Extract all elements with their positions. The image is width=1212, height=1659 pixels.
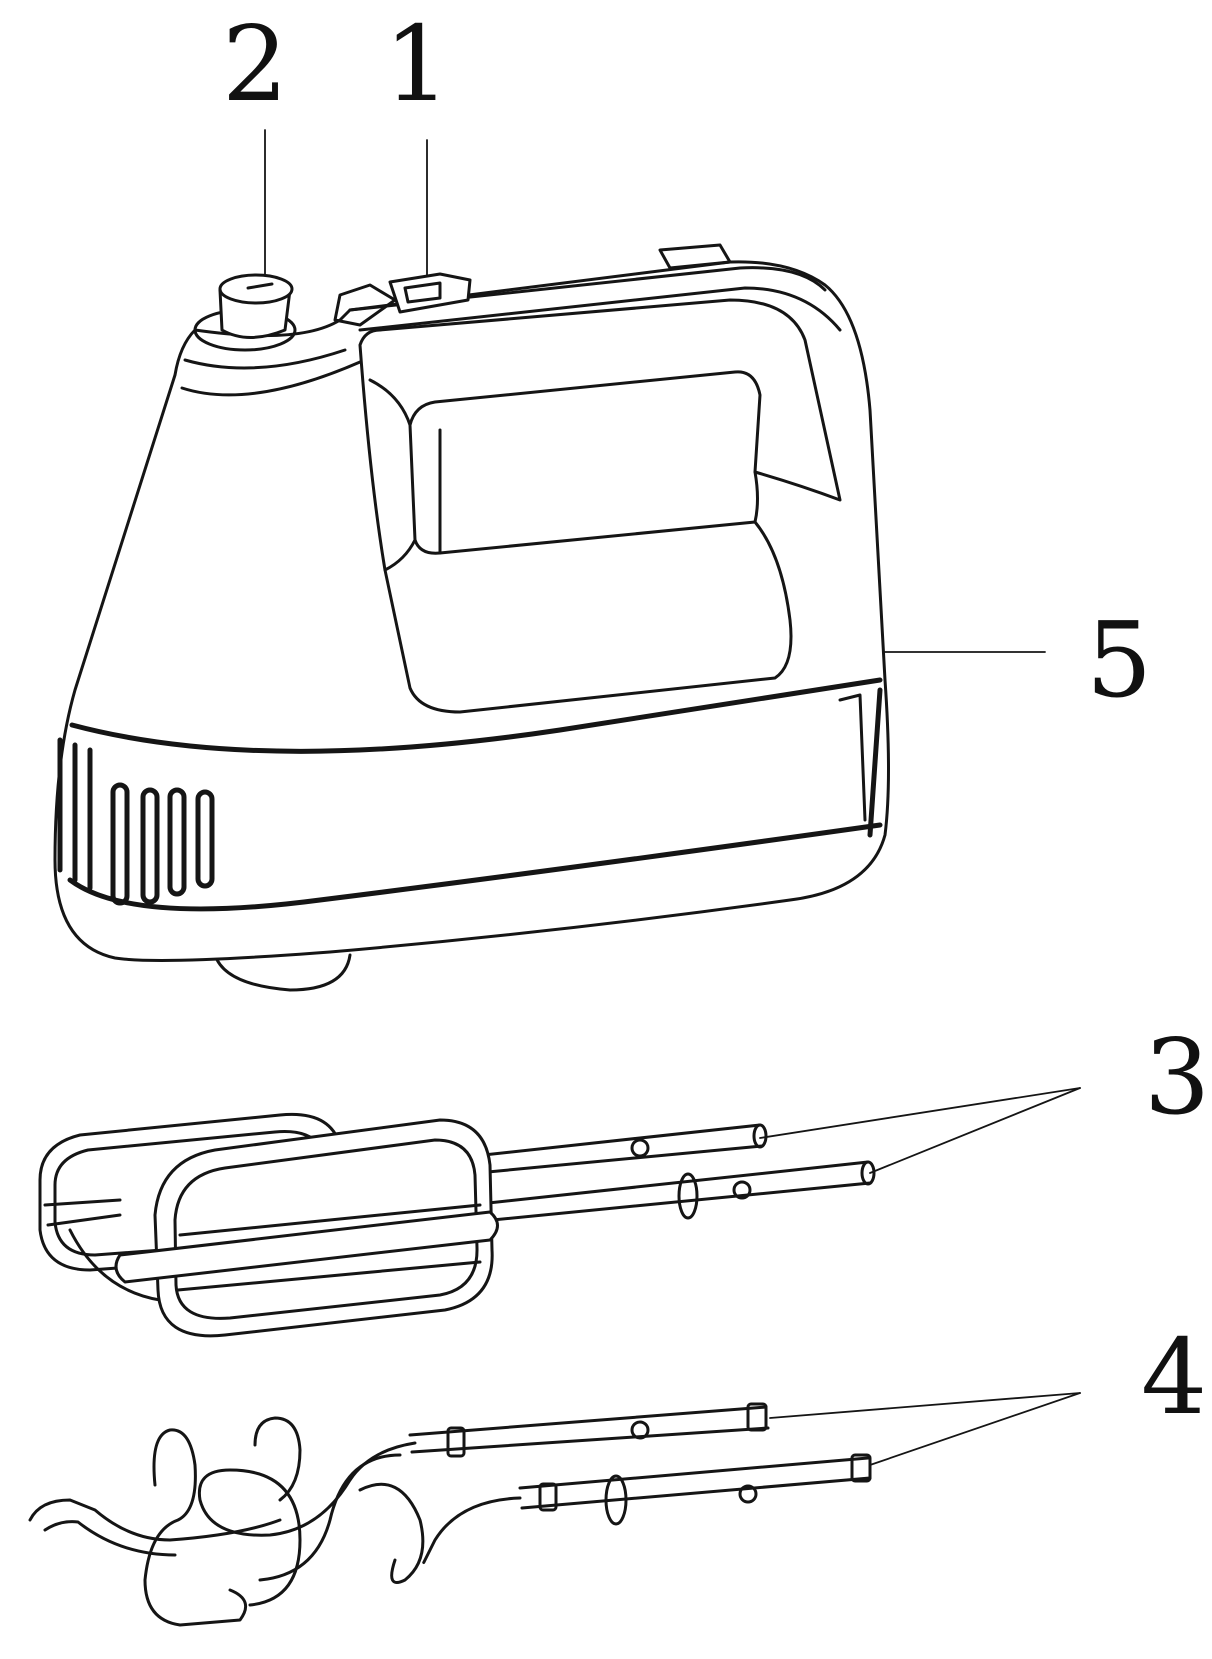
grip-bevel-top — [368, 378, 412, 427]
lower-band-bottom — [67, 822, 883, 912]
callout-knob-number: 2 — [222, 3, 289, 125]
vent-slots — [57, 737, 215, 906]
hook-pin — [630, 1420, 650, 1440]
lower-band-top — [69, 677, 883, 754]
whisk-wire — [43, 1198, 122, 1227]
side-vent-slots — [57, 737, 93, 891]
whisk-shaft-tip — [860, 1160, 876, 1186]
hook-shaft-lower — [518, 1456, 872, 1510]
eject-switch — [333, 243, 732, 327]
hook-tip-cap — [746, 1402, 768, 1432]
vent-slot — [110, 782, 130, 906]
whisk-wire — [68, 1228, 162, 1302]
vent-slot — [167, 787, 187, 897]
leader-line-4b — [869, 1392, 1081, 1466]
switch-link — [333, 283, 397, 327]
callout-switch-number: 1 — [384, 3, 451, 125]
whisk-cage-front — [153, 1118, 494, 1338]
body-outline — [53, 260, 890, 962]
hook-sleeve — [538, 1482, 558, 1512]
leader-line-3b — [869, 1087, 1081, 1174]
rear-latch — [658, 243, 732, 270]
knob-indicator — [246, 282, 274, 290]
whisk-pair — [38, 1112, 876, 1338]
whisk-shaft-tip — [752, 1123, 768, 1149]
callout-whisks-number: 3 — [1144, 1016, 1211, 1138]
shell-edge-front — [180, 360, 362, 397]
whisk-collar — [677, 1172, 699, 1220]
hook-tip-cap — [850, 1453, 872, 1483]
hook-spiral — [422, 1496, 522, 1564]
hook-pin — [738, 1484, 758, 1504]
lower-band-bevel — [838, 693, 867, 822]
hook-spiral — [28, 1498, 282, 1542]
top-plate-inner — [358, 286, 842, 332]
vent-slot — [195, 789, 215, 889]
lower-band-end — [867, 687, 883, 838]
hook-spiral — [258, 1453, 402, 1582]
top-plate-edge — [348, 266, 827, 312]
hook-spiral — [197, 1441, 417, 1607]
front-foot — [213, 953, 352, 992]
hook-spiral — [43, 1520, 177, 1557]
grip-inner-right — [753, 470, 759, 524]
mixer-housing — [53, 260, 890, 992]
whisk-shaft-lower — [468, 1160, 872, 1224]
knob-top — [218, 273, 294, 305]
whisk-cage-front-inner — [173, 1138, 479, 1320]
hook-loop — [143, 1428, 248, 1627]
dough-hook-pair — [28, 1402, 872, 1627]
hook-collar — [604, 1474, 628, 1526]
switch-button — [403, 281, 442, 304]
leader-line-4a — [769, 1392, 1081, 1419]
hook-shaft-upper — [408, 1405, 770, 1454]
vent-slot — [140, 787, 160, 905]
handle-grip — [358, 298, 842, 714]
whisk-pin — [630, 1138, 650, 1158]
hook-sleeve — [446, 1426, 466, 1458]
callout-dough-hooks-number: 4 — [1141, 1316, 1208, 1438]
speed-knob — [193, 273, 297, 352]
callout-housing-number: 5 — [1086, 599, 1153, 721]
grip-bevel-bottom — [383, 538, 417, 572]
leader-line-3a — [759, 1087, 1081, 1139]
whisk-crossbar — [114, 1210, 499, 1284]
whisk-pin — [732, 1180, 752, 1200]
shell-edge-top — [183, 348, 347, 370]
hook-loop — [253, 1416, 302, 1502]
hook-loop — [358, 1482, 425, 1584]
